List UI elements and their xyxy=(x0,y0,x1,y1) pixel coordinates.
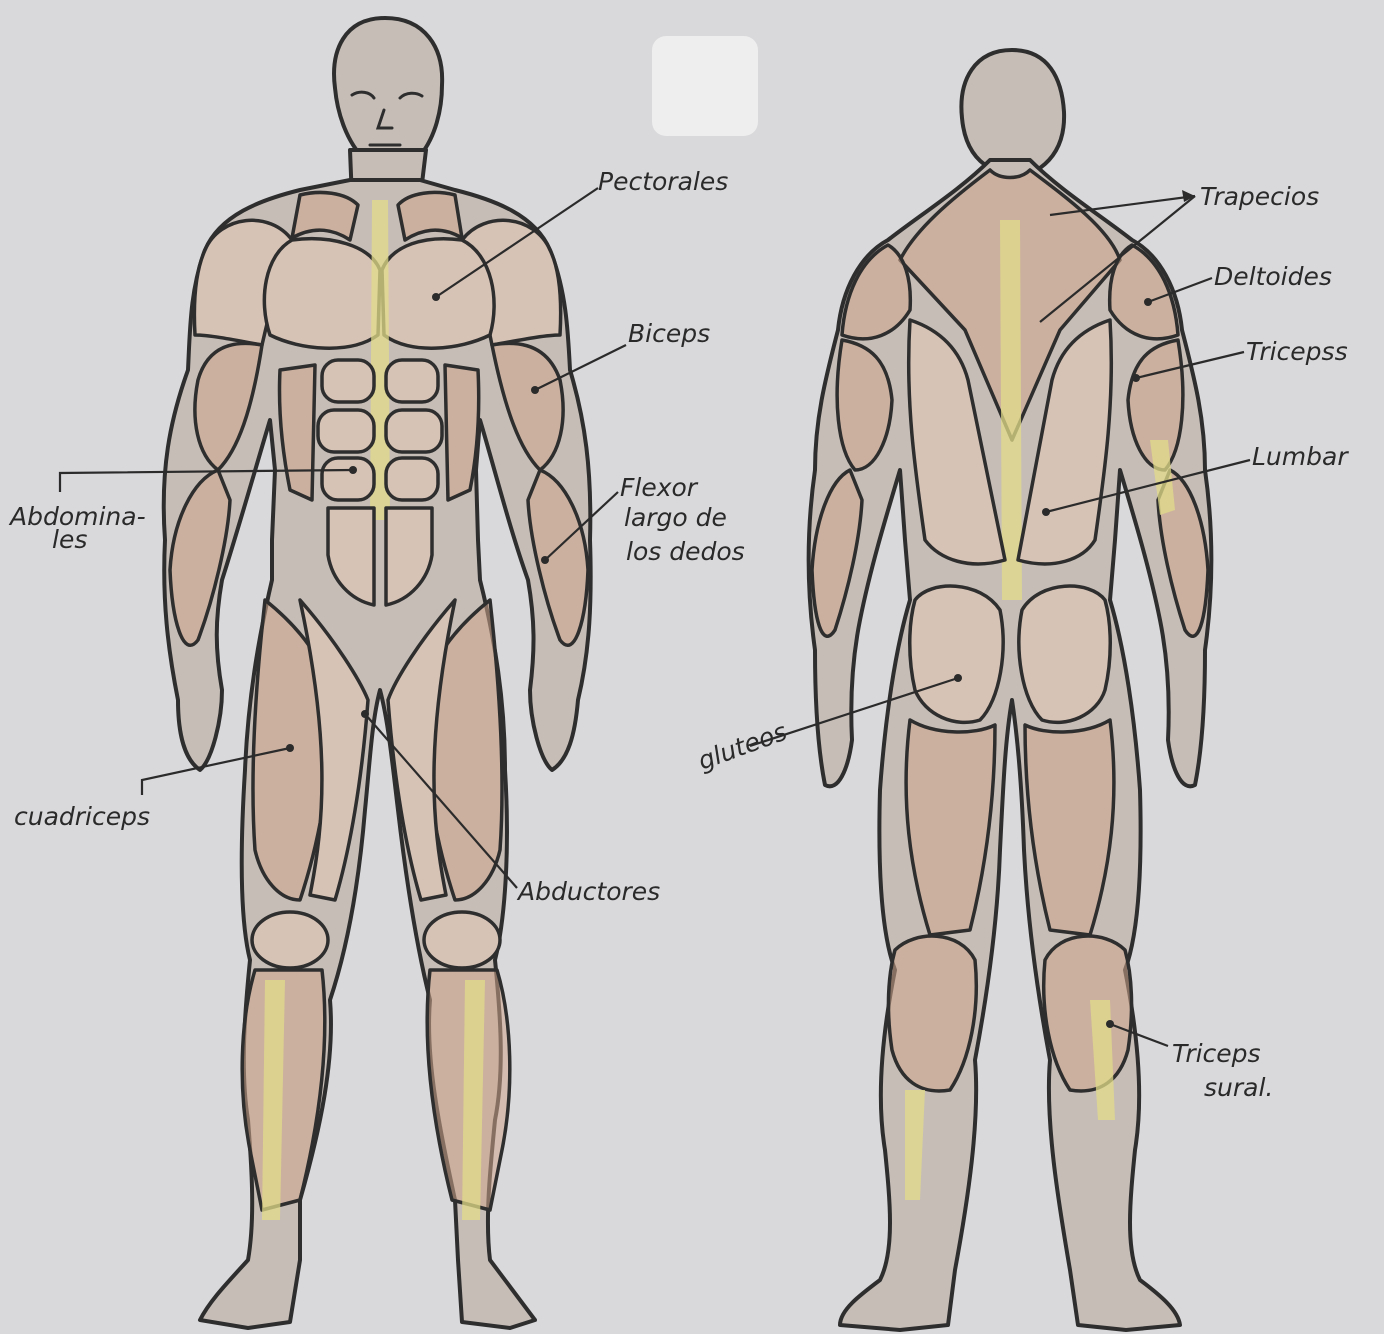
front-pectoral-right xyxy=(382,239,494,348)
back-spine xyxy=(1000,220,1022,600)
front-knee-left xyxy=(252,912,328,968)
label-deltoides: Deltoides xyxy=(1214,262,1332,291)
label-flexor-2: largo de xyxy=(624,503,727,532)
back-deltoid-left xyxy=(842,245,910,339)
label-biceps: Biceps xyxy=(628,319,710,348)
back-glute-right xyxy=(1019,586,1110,722)
label-triceps-sural-2: sural. xyxy=(1204,1073,1273,1102)
label-trapecios: Trapecios xyxy=(1200,182,1319,211)
label-abdominales-2: les xyxy=(52,525,87,554)
back-calf-left xyxy=(888,936,976,1091)
front-knee-right xyxy=(424,912,500,968)
back-deltoid-right xyxy=(1110,245,1178,339)
front-figure xyxy=(164,18,591,1328)
label-flexor-3: los dedos xyxy=(626,537,745,566)
label-abductores: Abductores xyxy=(516,877,660,906)
label-gluteos: gluteos xyxy=(694,717,791,776)
back-figure xyxy=(809,50,1212,1330)
eraser-patch xyxy=(652,36,758,136)
label-pectorales: Pectorales xyxy=(598,167,728,196)
back-calf-right xyxy=(1044,936,1132,1091)
front-pectoral-left xyxy=(264,239,380,348)
label-cuadriceps: cuadriceps xyxy=(14,802,150,831)
label-triceps-sural-1: Triceps xyxy=(1172,1039,1261,1068)
back-glute-left xyxy=(910,586,1003,722)
label-flexor-1: Flexor xyxy=(620,473,699,502)
back-head xyxy=(961,50,1064,168)
label-triceps: Tricepss xyxy=(1246,337,1348,366)
label-lumbar: Lumbar xyxy=(1252,442,1349,471)
